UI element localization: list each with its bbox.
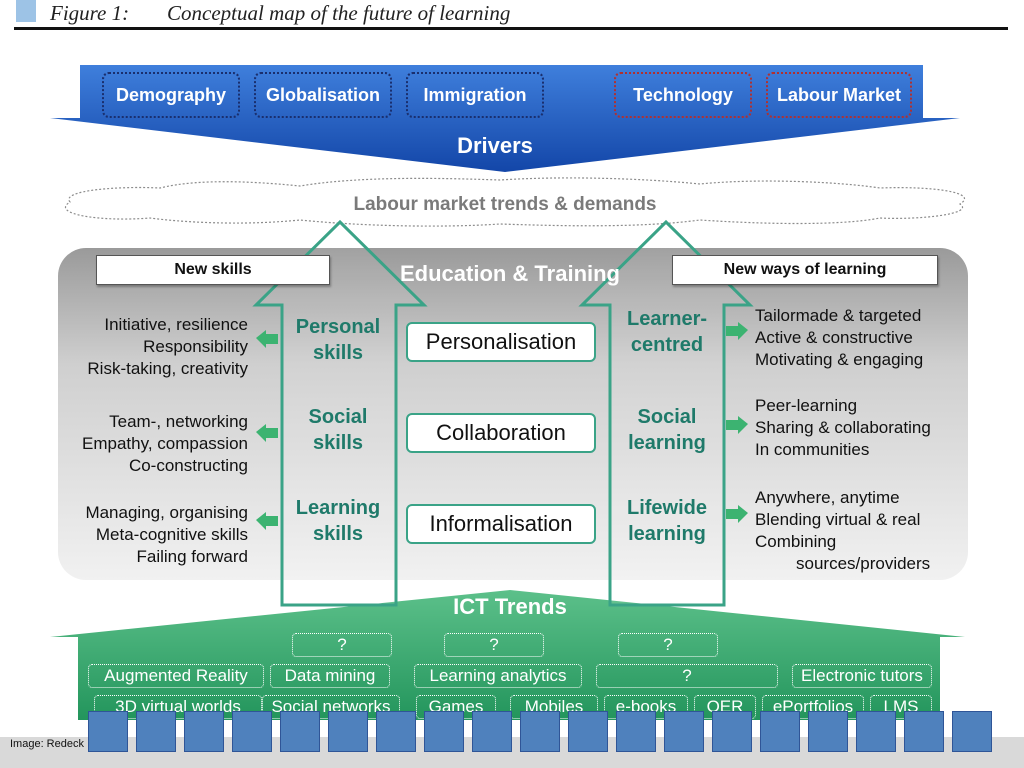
learning-skills: Learning skills xyxy=(282,495,394,547)
labour-market-cloud xyxy=(64,177,966,227)
overlay-square xyxy=(952,711,992,752)
text-line: Risk-taking, creativity xyxy=(87,359,248,378)
ict-electronic-tutors: Electronic tutors xyxy=(792,664,932,688)
ict-unknown-4: ? xyxy=(596,664,778,688)
right-row-2: Peer-learning Sharing & collaborating In… xyxy=(755,395,975,461)
text-line: In communities xyxy=(755,440,870,459)
overlay-square xyxy=(616,711,656,752)
driver-globalisation: Globalisation xyxy=(254,72,392,118)
ict-title: ICT Trends xyxy=(453,594,567,619)
overlay-square xyxy=(520,711,560,752)
left-pointer-arrows xyxy=(256,330,278,530)
left-up-arrow xyxy=(252,219,428,607)
text-line: Active & constructive xyxy=(755,328,913,347)
text-line: Managing, organising xyxy=(85,503,248,522)
personalisation-box: Personalisation xyxy=(406,322,596,362)
education-title: Education & Training xyxy=(399,261,620,286)
text-line: Combining xyxy=(755,532,837,551)
personal-skills: Personal skills xyxy=(282,314,394,366)
overlay-square xyxy=(808,711,848,752)
overlay-square xyxy=(712,711,752,752)
skill-line: Personal xyxy=(295,316,381,338)
text-line: Initiative, resilience xyxy=(104,315,248,334)
overlay-square xyxy=(376,711,416,752)
social-skills: Social skills xyxy=(282,404,394,456)
overlay-square xyxy=(760,711,800,752)
right-pointer-arrows xyxy=(726,322,748,523)
overlay-square xyxy=(280,711,320,752)
driver-technology: Technology xyxy=(614,72,752,118)
text-line: Responsibility xyxy=(143,337,248,356)
left-row-3: Managing, organising Meta-cognitive skil… xyxy=(40,502,248,568)
new-ways-header: New ways of learning xyxy=(672,255,938,285)
figure-title: Conceptual map of the future of learning xyxy=(167,1,511,25)
caption-rule xyxy=(14,27,1008,30)
footer-credit: Image: Redeck xyxy=(10,738,84,750)
learning-line: learning xyxy=(628,523,706,545)
text-line: Sharing & collaborating xyxy=(755,418,931,437)
lifewide-learning: Lifewide learning xyxy=(610,495,724,547)
overlay-square xyxy=(232,711,272,752)
new-skills-header: New skills xyxy=(96,255,330,285)
skill-line: skills xyxy=(312,432,364,454)
informalisation-box: Informalisation xyxy=(406,504,596,544)
collaboration-box: Collaboration xyxy=(406,413,596,453)
overlay-square xyxy=(88,711,128,752)
skill-line: skills xyxy=(312,342,364,364)
learning-line: Learner- xyxy=(626,308,708,330)
ict-unknown-3: ? xyxy=(618,633,718,657)
drivers-title: Drivers xyxy=(457,133,533,158)
text-line: sources/providers xyxy=(796,554,931,573)
ict-data-mining: Data mining xyxy=(270,664,390,688)
social-learning: Social learning xyxy=(610,404,724,456)
ict-augmented-reality: Augmented Reality xyxy=(88,664,264,688)
overlay-square xyxy=(856,711,896,752)
right-row-3: Anywhere, anytime Blending virtual & rea… xyxy=(755,487,975,575)
overlay-square xyxy=(568,711,608,752)
text-line: Failing forward xyxy=(136,547,249,566)
learner-centred: Learner- centred xyxy=(610,306,724,358)
overlay-square xyxy=(424,711,464,752)
text-line: Co-constructing xyxy=(128,456,248,475)
text-line: Peer-learning xyxy=(755,396,858,415)
skill-line: Social xyxy=(308,406,368,428)
overlay-square xyxy=(328,711,368,752)
figure-label: Figure 1: xyxy=(50,1,130,25)
learning-line: Lifewide xyxy=(626,497,707,519)
text-line: Motivating & engaging xyxy=(755,350,924,369)
driver-demography: Demography xyxy=(102,72,240,118)
overlay-square xyxy=(472,711,512,752)
text-line: Empathy, compassion xyxy=(82,434,248,453)
text-line: Anywhere, anytime xyxy=(755,488,900,507)
learning-line: centred xyxy=(630,334,704,356)
overlay-square xyxy=(664,711,704,752)
ict-unknown-1: ? xyxy=(292,633,392,657)
learning-line: learning xyxy=(628,432,706,454)
caption-marker xyxy=(16,0,36,22)
text-line: Team-, networking xyxy=(109,412,248,431)
overlay-square xyxy=(184,711,224,752)
skill-line: skills xyxy=(312,523,364,545)
driver-labour-market: Labour Market xyxy=(766,72,912,118)
text-line: Blending virtual & real xyxy=(755,510,921,529)
labour-market-text: Labour market trends & demands xyxy=(353,194,657,215)
learning-line: Social xyxy=(637,406,697,428)
text-line: Meta-cognitive skills xyxy=(95,525,248,544)
overlay-square xyxy=(904,711,944,752)
text-line: Tailormade & targeted xyxy=(755,306,922,325)
right-row-1: Tailormade & targeted Active & construct… xyxy=(755,305,975,371)
ict-unknown-2: ? xyxy=(444,633,544,657)
ict-learning-analytics: Learning analytics xyxy=(414,664,582,688)
driver-immigration: Immigration xyxy=(406,72,544,118)
overlay-square xyxy=(136,711,176,752)
left-row-2: Team-, networking Empathy, compassion Co… xyxy=(40,411,248,477)
left-row-1: Initiative, resilience Responsibility Ri… xyxy=(40,314,248,380)
drivers-banner xyxy=(50,65,960,172)
skill-line: Learning xyxy=(295,497,381,519)
